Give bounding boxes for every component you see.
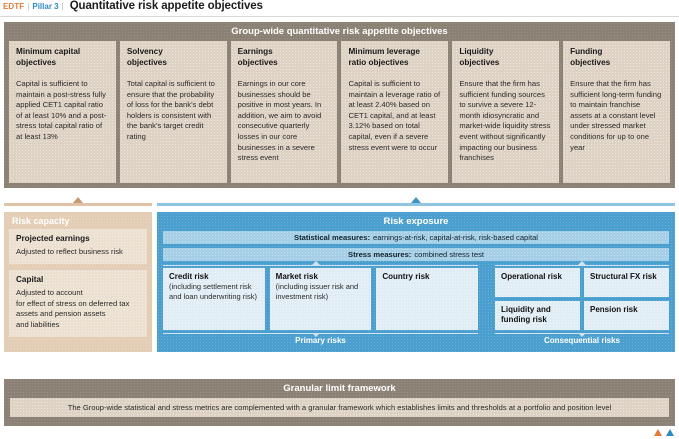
bracket-line-primary-bottom [163,333,478,334]
connector-line-exposure [157,203,675,206]
risk-box-operational-risk: Operational risk [495,268,580,297]
risk-categories-area: Credit risk (including settlement risk a… [163,268,669,330]
objective-card-funding: Funding objectives Ensure that the firm … [563,41,670,183]
badge-pillar3: Pillar 3 [32,2,59,11]
risk-box-title: Operational risk [501,272,562,281]
breadcrumb-separator-2: | [61,2,64,11]
risk-box-pension-risk: Pension risk [584,301,669,330]
bracket-line-consequential-top [495,265,669,266]
breadcrumb: EDTF | Pillar 3 | Quantitative risk appe… [0,0,679,17]
risk-box-title: Country risk [382,272,430,281]
pillar3-marker-icon [666,429,674,436]
risk-box-title: Market risk [275,272,318,281]
capacity-card-projected-earnings: Projected earnings Adjusted to reflect b… [9,229,147,265]
stress-measures-value: combined stress test [414,250,484,259]
breadcrumb-separator-1: | [27,2,30,11]
risk-box-subtitle: (including issuer risk and investment ri… [275,282,359,301]
bracket-arrow-consequential-top-icon [578,261,586,265]
stress-measures-label: Stress measures: [348,250,412,259]
statistical-measures-value: earnings-at-risk, capital-at-risk, risk-… [372,233,538,242]
connector-strip [0,189,679,215]
risk-box-market-risk: Market risk (including issuer risk and i… [269,268,372,330]
header-divider [0,16,679,17]
capacity-card-title: Projected earnings [16,234,90,243]
stress-measures-row: Stress measures: combined stress test [163,248,669,261]
objective-card-body: Earnings in our core businesses should b… [237,79,322,163]
connector-line-capacity [4,203,152,206]
objectives-card-row: Minimum capital objectives Capital is su… [9,41,670,183]
capacity-card-title: Capital [16,275,44,285]
objective-card-liquidity: Liquidity objectives Ensure that the fir… [452,41,560,183]
risk-box-country-risk: Country risk [376,268,479,330]
risk-capacity-section: Risk capacity Projected earnings Adjuste… [4,212,152,352]
risk-box-liquidity-and-funding-risk: Liquidity and funding risk [495,301,580,330]
granular-limit-framework-section: Granular limit framework The Group-wide … [4,379,675,426]
consequential-risks-label: Consequential risks [543,336,621,345]
objective-card-minimum-capital: Minimum capital objectives Capital is su… [9,41,116,183]
consequential-risk-group: Operational risk Structural FX risk Liqu… [495,268,669,330]
bracket-arrow-primary-bottom-icon [312,333,320,337]
risk-box-title: Structural FX risk [590,272,657,281]
risk-box-structural-fx-risk: Structural FX risk [584,268,669,297]
connector-arrow-capacity-icon [73,197,83,203]
objective-card-earnings: Earnings objectives Earnings in our core… [230,41,338,183]
objective-card-body: Capital is sufficient to maintain a leve… [348,79,441,152]
badge-edtf: EDTF [3,2,25,11]
objective-card-body: Total capital is sufficient to ensure th… [126,79,215,141]
statistical-measures-row: Statistical measures: earnings-at-risk, … [163,231,669,244]
bracket-arrow-primary-top-icon [312,261,320,265]
capacity-card-body: Adjusted to account for effect of stress… [16,288,130,329]
risk-exposure-section: Risk exposure Statistical measures: earn… [157,212,675,352]
capacity-card-capital: Capital Adjusted to account for effect o… [9,270,147,338]
objective-card-title: Solvency objectives [126,47,167,67]
objective-card-title: Liquidity objectives [459,47,500,67]
risk-box-title: Liquidity and funding risk [501,305,551,324]
risk-box-title: Credit risk [169,272,209,281]
risk-box-title: Pension risk [590,305,638,314]
bracket-line-primary-top [163,265,478,266]
bracket-arrow-consequential-bottom-icon [578,333,586,337]
objective-card-body: Ensure that the firm has sufficient fund… [459,79,551,163]
risk-exposure-title: Risk exposure [383,216,449,227]
granular-section-title: Granular limit framework [283,383,396,394]
risk-box-credit-risk: Credit risk (including settlement risk a… [163,268,265,330]
objectives-section-title: Group-wide quantitative risk appetite ob… [231,26,448,37]
objective-card-title: Funding objectives [570,47,611,67]
objective-card-body: Capital is sufficient to maintain a post… [16,79,107,141]
granular-section-body: The Group-wide statistical and stress me… [10,398,669,417]
objective-card-title: Minimum capital objectives [16,47,81,67]
objective-card-title: Earnings objectives [237,47,278,67]
page-title: Quantitative risk appetite objectives [69,0,263,12]
objective-card-minimum-leverage-ratio: Minimum leverage ratio objectives Capita… [341,41,449,183]
footer-marks [654,429,674,436]
objective-card-title: Minimum leverage ratio objectives [348,47,420,67]
statistical-measures-label: Statistical measures: [294,233,370,242]
primary-risk-group: Credit risk (including settlement risk a… [163,268,479,330]
objective-card-body: Ensure that the firm has sufficient long… [570,79,662,152]
capacity-card-body: Adjusted to reflect business risk [16,247,123,256]
risk-box-subtitle: (including settlement risk and loan unde… [169,282,257,301]
primary-risks-label: Primary risks [295,336,346,345]
edtf-marker-icon [654,429,662,436]
group-wide-objectives-section: Group-wide quantitative risk appetite ob… [4,22,675,188]
risk-group-gap [478,268,495,330]
risk-capacity-title: Risk capacity [12,216,70,226]
objective-card-solvency: Solvency objectives Total capital is suf… [119,41,227,183]
connector-arrow-exposure-icon [411,197,421,203]
